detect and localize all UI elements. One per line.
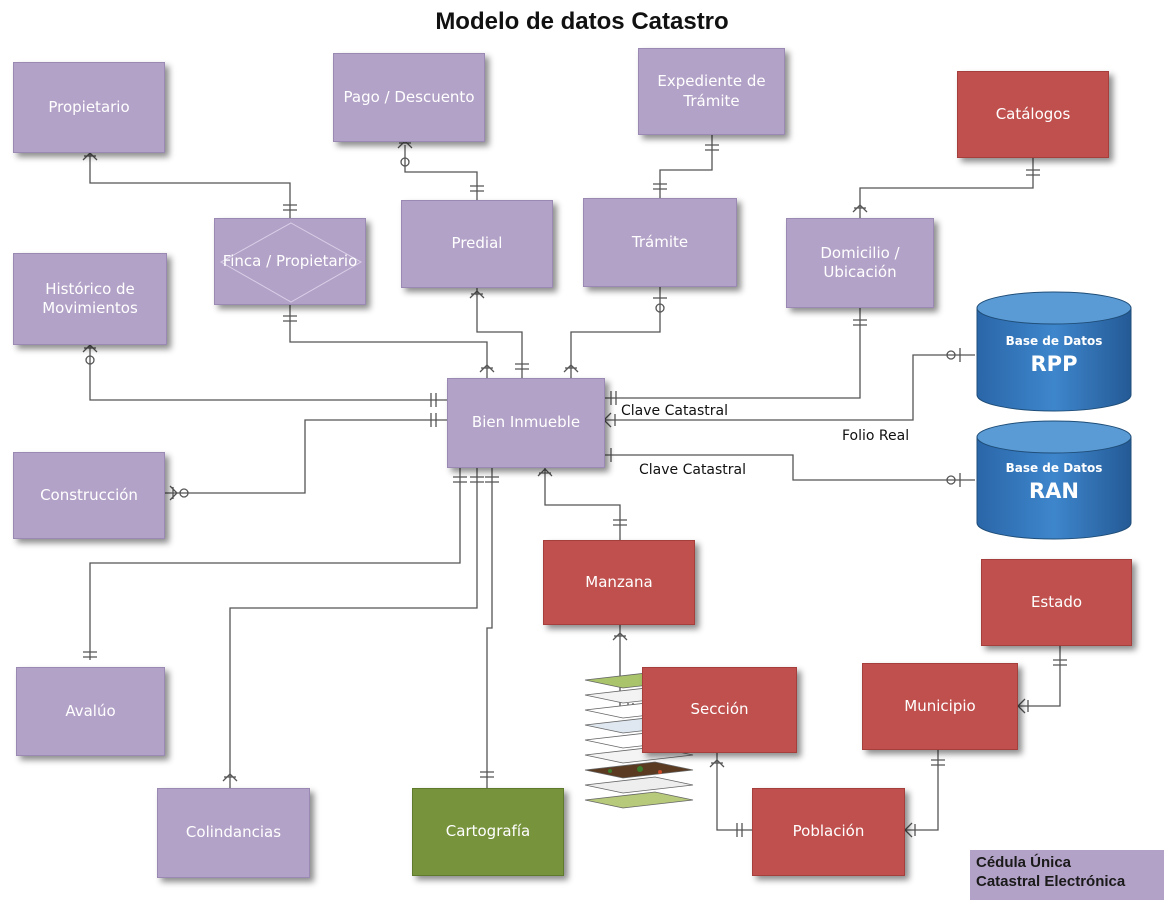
- label-clave-catastral-rpp: Clave Catastral: [621, 403, 729, 419]
- entity-predial: Predial: [401, 200, 553, 288]
- label-folio-real: Folio Real: [842, 428, 910, 444]
- entity-pago-descuento: Pago / Descuento: [333, 53, 485, 142]
- entity-estado: Estado: [981, 559, 1132, 646]
- database-rpp: Base de Datos RPP: [977, 334, 1131, 376]
- link-estado-municipio: [1018, 646, 1061, 707]
- database-ran-label: Base de Datos: [1005, 461, 1103, 475]
- diamond-shape: [219, 222, 363, 303]
- link-predial-bien: [476, 288, 523, 378]
- entity-avaluo: Avalúo: [16, 667, 165, 756]
- database-rpp-name: RPP: [1030, 352, 1078, 376]
- entity-finca-propietario-label: Finca / Propietario: [222, 251, 358, 270]
- entity-propietario: Propietario: [13, 62, 165, 153]
- entity-manzana: Manzana: [543, 540, 695, 625]
- entity-catalogos: Catálogos: [957, 71, 1109, 158]
- database-ran-name: RAN: [1029, 479, 1079, 503]
- entity-poblacion: Población: [752, 788, 905, 876]
- cedula-footer: Cédula Única Catastral Electrónica: [970, 850, 1164, 900]
- label-clave-catastral-ran: Clave Catastral: [639, 462, 747, 478]
- cedula-line-1: Cédula Única: [976, 854, 1072, 871]
- link-expediente-tramite: [659, 135, 713, 198]
- cedula-line-2: Catastral Electrónica: [976, 872, 1126, 890]
- link-finca-bien: [289, 305, 488, 378]
- link-bien-ran: [605, 454, 975, 481]
- link-construccion-bien: [165, 419, 447, 494]
- entity-seccion: Sección: [642, 667, 797, 753]
- entity-cartografia: Cartografía: [412, 788, 564, 876]
- layers-icon: [584, 671, 694, 809]
- database-rpp-cylinder: [976, 291, 1132, 412]
- entity-colindancias: Colindancias: [157, 788, 310, 878]
- database-ran: Base de Datos RAN: [977, 461, 1131, 503]
- link-bien-manzana: [544, 468, 621, 540]
- entity-construccion: Construcción: [13, 452, 165, 539]
- link-seccion-poblacion: [716, 753, 752, 831]
- link-bien-rpp: [605, 354, 975, 421]
- entity-tramite: Trámite: [583, 198, 737, 287]
- entity-municipio: Municipio: [862, 663, 1018, 750]
- link-bien-colindancias: [229, 468, 478, 788]
- link-propietario-finca: [89, 153, 291, 218]
- entity-bien-inmueble: Bien Inmueble: [447, 378, 605, 468]
- entity-historico-movimientos: Histórico de Movimientos: [13, 253, 167, 345]
- link-municipio-poblacion: [905, 750, 939, 831]
- entity-domicilio-ubicacion: Domicilio / Ubicación: [786, 218, 934, 308]
- entity-expediente-tramite: Expediente de Trámite: [638, 48, 785, 135]
- database-rpp-label: Base de Datos: [1005, 334, 1103, 348]
- link-tramite-bien: [570, 287, 661, 378]
- entity-finca-propietario: Finca / Propietario: [214, 218, 366, 305]
- link-pago-predial: [404, 145, 478, 200]
- link-catalogos-domicilio: [859, 158, 1034, 218]
- link-historico-bien: [89, 345, 447, 401]
- link-bien-avaluo: [89, 468, 461, 660]
- diagram-title: Modelo de datos Catastro: [435, 8, 729, 35]
- link-domicilio-bien: [605, 308, 861, 399]
- link-bien-cartografia: [486, 468, 493, 788]
- database-ran-cylinder: [976, 420, 1132, 540]
